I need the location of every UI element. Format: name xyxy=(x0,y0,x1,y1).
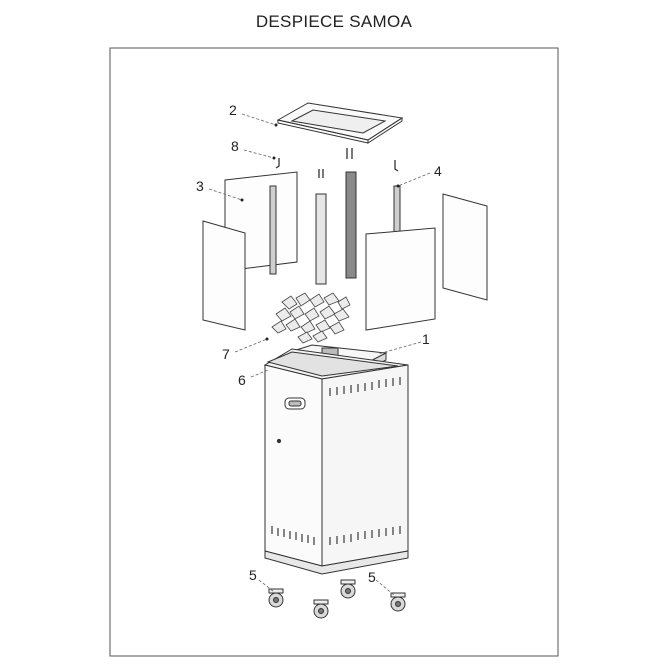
callout-2: 2 xyxy=(229,102,237,118)
callout-5-left: 5 xyxy=(249,567,257,583)
caster-4 xyxy=(390,592,406,612)
part-casters xyxy=(268,579,406,619)
part-clips xyxy=(275,148,399,178)
callout-1: 1 xyxy=(422,331,430,347)
leader-dots xyxy=(240,123,400,341)
leader-lines xyxy=(208,113,431,596)
part-cabinet xyxy=(263,348,409,575)
callout-7: 7 xyxy=(222,346,230,362)
part-top-cover xyxy=(276,102,404,144)
part-glass-right xyxy=(365,193,488,331)
caster-2 xyxy=(340,579,356,599)
diagram-title: DESPIECE SAMOA xyxy=(255,12,413,31)
callout-6: 6 xyxy=(238,372,246,388)
callout-5-right: 5 xyxy=(368,569,376,585)
part-glass-left xyxy=(202,171,298,331)
frame xyxy=(109,47,559,657)
caster-3 xyxy=(313,599,329,619)
part-stones xyxy=(271,292,351,344)
callout-8: 8 xyxy=(231,138,239,154)
caster-1 xyxy=(268,588,284,608)
callout-4: 4 xyxy=(434,163,442,179)
callout-3: 3 xyxy=(196,178,204,194)
